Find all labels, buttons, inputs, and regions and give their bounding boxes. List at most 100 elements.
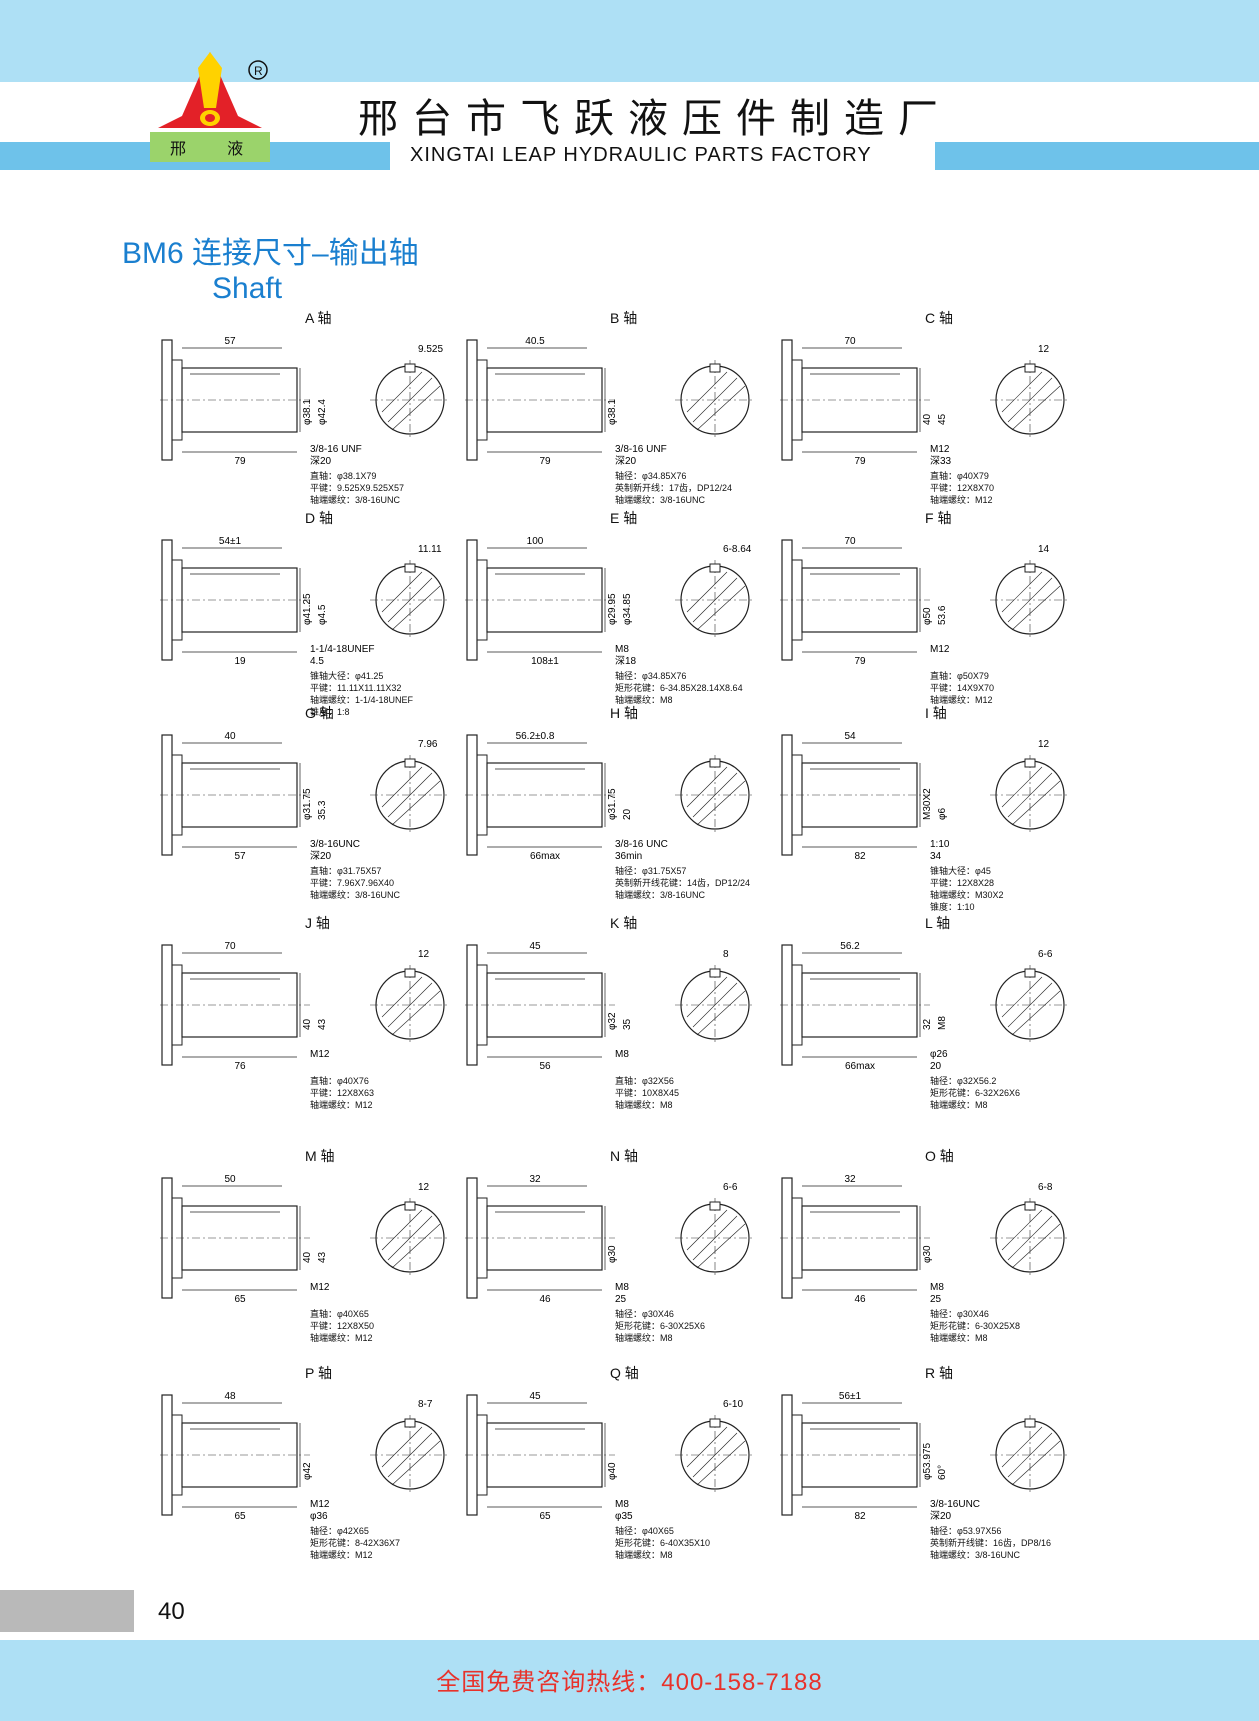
spec-line: 锥轴大径：φ45 [930,866,991,876]
section-hatch [387,1215,433,1261]
section-hatch [1007,982,1053,1028]
section-hatch [1001,1209,1043,1251]
dim-length-1: 50 [224,1174,236,1185]
section-hatch [381,1426,423,1468]
dim-thread: M12 [310,1282,330,1293]
section-key [709,563,721,573]
dim-thread: 1:10 [930,839,950,850]
spec-line: 轴端螺纹：M12 [930,695,993,705]
section-hatch [387,377,433,423]
dim-length-2: 65 [234,1294,246,1305]
dim-diameter-1: φ40 [607,1462,618,1480]
dim-thread: M8 [615,1499,629,1510]
dim-depth: 36min [615,851,642,862]
dim-length-2: 79 [854,456,866,467]
section-hatch [696,1223,746,1269]
dim-length-1: 100 [527,536,544,547]
dim-diameter-1: φ29.95 [607,593,618,625]
dim-length-1: 54±1 [219,536,242,547]
section-hatch [1001,976,1043,1018]
dim-length-1: 48 [224,1391,236,1402]
dim-length-1: 32 [844,1174,856,1185]
shaft-title: A 轴 [305,310,332,326]
section-hatch [381,371,423,413]
dim-length-2: 82 [854,851,866,862]
dim-thread: M12 [930,644,950,655]
dim-thread: M12 [310,1049,330,1060]
dim-diameter-2: φ6 [937,808,948,820]
dim-key: 11.11 [418,544,442,555]
section-hatch [686,1426,728,1468]
section-key [404,363,416,373]
section-key [709,363,721,373]
spec-line: 轴端螺纹：M30X2 [930,890,1004,900]
dim-key: 7.96 [418,739,438,750]
dim-key: 12 [1038,344,1050,355]
dim-length-2: 65 [234,1511,246,1522]
dim-depth: 20 [930,1061,942,1072]
section-key [1024,1201,1036,1211]
section-hatch [692,377,738,423]
dim-thread: 3/8-16 UNF [310,444,362,455]
spec-line: 平键：11.11X11.11X32 [310,683,402,693]
spec-line: 平键：12X8X50 [310,1321,375,1331]
dim-length-1: 57 [224,336,236,347]
spec-line: 直轴：φ31.75X57 [310,866,382,876]
dim-depth: 深18 [615,655,637,667]
dim-length-2: 66max [845,1061,875,1072]
section-hatch [686,571,728,613]
spec-line: 直轴：φ32X56 [615,1076,674,1086]
dim-thread: M8 [615,1282,629,1293]
dim-diameter-1: φ41.25 [302,593,313,625]
dim-thread: 1-1/4-18UNEF [310,644,374,655]
dim-length-2: 79 [539,456,551,467]
dim-diameter-2: 35 [622,1018,633,1030]
section-hatch [686,1209,728,1251]
spec-line: 轴径：φ34.85X76 [615,671,687,681]
spec-line: 轴径：φ34.85X76 [615,471,687,481]
dim-key: 12 [418,1182,430,1193]
dim-thread: M12 [930,444,950,455]
dim-depth: 深33 [930,455,952,467]
company-name-cn: 邢台市飞跃液压件制造厂 [358,96,952,142]
section-hatch [1007,772,1053,818]
dim-depth: 深20 [615,455,637,467]
dim-key: 8-7 [418,1399,433,1410]
spec-line: 轴端螺纹：3/8-16UNC [310,890,401,900]
dim-depth: φ35 [615,1511,633,1522]
dim-depth: 深20 [930,1510,952,1522]
section-hatch [391,385,441,431]
section-hatch [387,772,433,818]
shaft-title: C 轴 [925,310,953,326]
dim-diameter-2: 53.6 [937,605,948,625]
shaft-title: N 轴 [610,1148,638,1164]
page-subtitle: Shaft [212,272,283,305]
section-hatch [381,1209,423,1251]
section-hatch [686,371,728,413]
shaft-title: F 轴 [925,510,952,526]
dim-thread: M8 [615,644,629,655]
section-hatch [381,976,423,1018]
section-key [709,758,721,768]
dim-diameter-1: φ42 [302,1462,313,1480]
section-hatch [1007,377,1053,423]
section-key [404,1418,416,1428]
spec-line: 锥度：1:8 [310,707,350,717]
spec-line: 平键：12X8X70 [930,483,995,493]
